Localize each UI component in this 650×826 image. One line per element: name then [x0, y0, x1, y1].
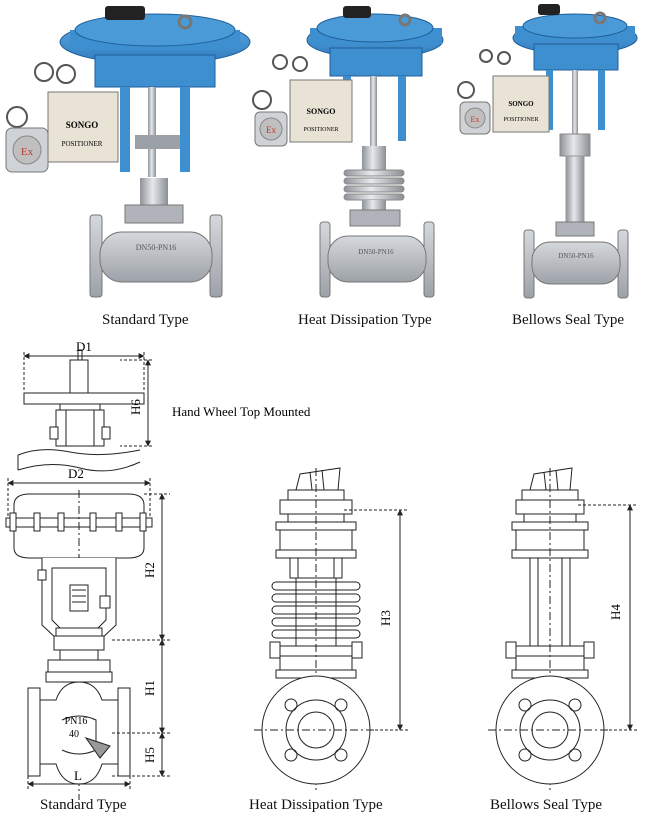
drawing-bellows-seal-type	[488, 467, 638, 790]
drawing-heat-fins	[271, 581, 361, 639]
photo-caption-heat-dissipation: Heat Dissipation Type	[298, 312, 432, 328]
photo-positioner-brand: SONGO	[508, 100, 534, 108]
dim-h1-label: H1	[142, 680, 157, 696]
dim-h4-label: H4	[608, 604, 623, 620]
drawing-standard-type	[5, 478, 170, 800]
drawing-caption-standard: Standard Type	[40, 797, 127, 813]
svg-text:DN50-PN16: DN50-PN16	[136, 243, 176, 252]
drawing-caption-bellows-seal: Bellows Seal Type	[490, 797, 602, 813]
dim-h6-label: H6	[128, 399, 143, 415]
dim-l-label: L	[74, 768, 82, 783]
body-marking-pn: PN16	[65, 716, 88, 727]
photo-positioner-label: POSITIONER	[303, 127, 338, 133]
dim-h2-label: H2	[142, 562, 157, 578]
photo-bellows-seal-type: SONGO POSITIONER Ex DN50-PN16	[457, 4, 638, 299]
photo-positioner-brand: SONGO	[66, 120, 99, 130]
photo-standard-type: SONGO POSITIONER Ex DN50-PN16	[5, 6, 251, 298]
drawing-heat-dissipation-type	[254, 467, 408, 790]
dim-h3-label: H3	[378, 610, 393, 626]
photo-ex-mark: Ex	[21, 146, 34, 158]
photo-heat-fins	[343, 169, 405, 201]
photo-caption-bellows-seal: Bellows Seal Type	[512, 312, 624, 328]
photo-caption-standard: Standard Type	[102, 312, 189, 328]
dim-d1-label: D1	[76, 339, 92, 354]
photo-positioner-brand: SONGO	[307, 107, 336, 116]
svg-text:DN50-PN16: DN50-PN16	[558, 252, 594, 260]
drawing-caption-heat-dissipation: Heat Dissipation Type	[249, 797, 383, 813]
drawing-handwheel	[17, 349, 152, 472]
photo-heat-dissipation-type: SONGO POSITIONER Ex DN50-PN16	[252, 6, 444, 298]
photo-positioner-label: POSITIONER	[503, 117, 538, 123]
photo-positioner-label: POSITIONER	[62, 140, 103, 148]
photo-ex-mark: Ex	[471, 115, 480, 124]
svg-text:DN50-PN16: DN50-PN16	[358, 248, 394, 256]
body-marking-dn: 40	[69, 729, 79, 740]
dim-d2-label: D2	[68, 466, 84, 481]
dim-h5-label: H5	[142, 747, 157, 763]
handwheel-caption: Hand Wheel Top Mounted	[172, 404, 311, 419]
photo-ex-mark: Ex	[266, 125, 276, 135]
